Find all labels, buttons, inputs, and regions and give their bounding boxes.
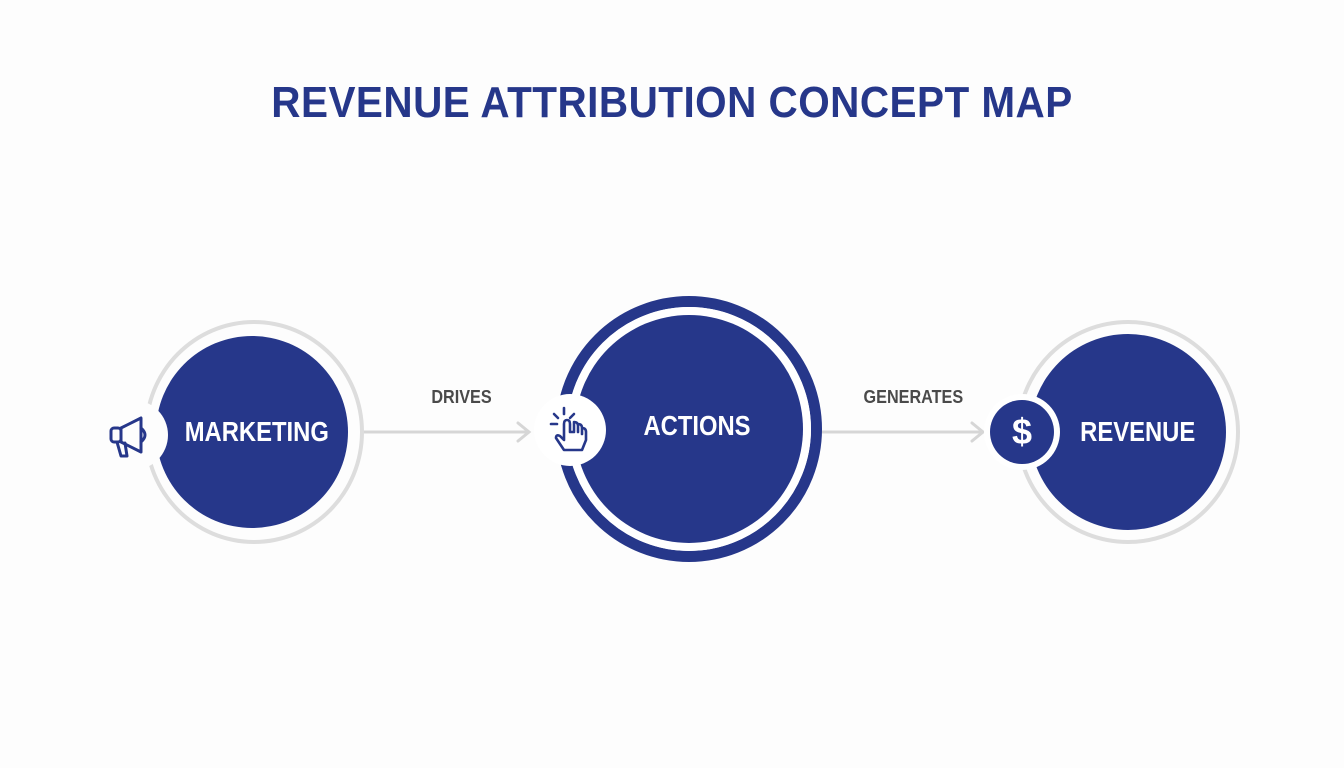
edge-label-generates: GENERATES (863, 387, 964, 407)
revenue-disc: REVENUE (1030, 334, 1226, 530)
node-label: MARKETING (184, 416, 330, 447)
node-label: REVENUE (1080, 416, 1196, 447)
dollar-icon: $ (990, 400, 1054, 464)
edge-label-drives: DRIVES (431, 387, 492, 407)
node-label: ACTIONS (642, 410, 751, 441)
dollar-icon-badge: $ (984, 394, 1060, 470)
megaphone-icon (98, 400, 168, 470)
actions-disc: ACTIONS (575, 315, 803, 543)
pointer-click-icon (534, 394, 606, 466)
marketing-disc: MARKETING (156, 336, 348, 528)
page-title: REVENUE ATTRIBUTION CONCEPT MAP (271, 78, 1073, 127)
